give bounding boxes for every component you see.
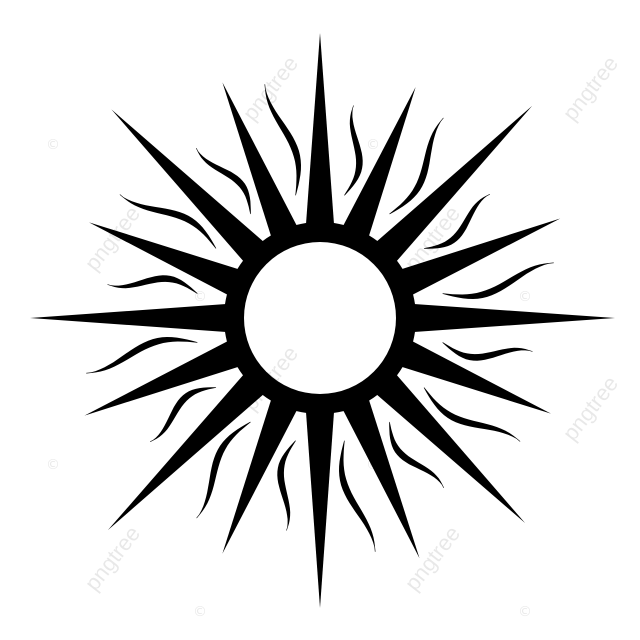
- straight-ray: [371, 369, 526, 524]
- wavy-ray: [196, 421, 251, 519]
- wavy-ray: [150, 387, 217, 442]
- wavy-ray: [196, 148, 251, 215]
- wavy-ray: [264, 84, 301, 196]
- sun-rays: [30, 33, 615, 608]
- straight-ray: [394, 218, 561, 299]
- straight-ray: [89, 222, 246, 299]
- wavy-ray: [442, 342, 533, 361]
- wavy-ray: [423, 387, 521, 442]
- straight-ray: [305, 33, 335, 232]
- straight-ray: [394, 337, 551, 414]
- sun-white-core: [244, 242, 396, 394]
- copyright-icon: ©: [518, 289, 532, 305]
- straight-ray: [84, 337, 246, 416]
- copyright-icon: ©: [366, 137, 380, 153]
- copyright-icon: ©: [366, 457, 380, 473]
- wavy-ray: [389, 117, 444, 215]
- wavy-ray: [107, 275, 198, 294]
- wavy-ray: [344, 105, 363, 196]
- straight-ray: [107, 369, 269, 531]
- straight-ray: [339, 392, 420, 559]
- wavy-ray: [119, 194, 217, 249]
- wavy-ray: [339, 440, 376, 552]
- straight-ray: [339, 87, 416, 244]
- copyright-icon: ©: [518, 604, 532, 620]
- copyright-icon: ©: [46, 137, 60, 153]
- straight-ray: [30, 303, 234, 333]
- straight-ray: [371, 105, 533, 267]
- wavy-ray: [86, 337, 198, 374]
- copyright-icon: ©: [193, 289, 207, 305]
- straight-ray: [111, 109, 269, 267]
- straight-ray: [406, 303, 615, 333]
- straight-ray: [305, 404, 335, 608]
- wavy-ray: [442, 262, 554, 299]
- copyright-icon: ©: [46, 457, 60, 473]
- sun-wavy-rays: [86, 84, 554, 552]
- wavy-ray: [423, 194, 490, 249]
- wavy-ray: [277, 440, 296, 531]
- straight-ray: [222, 392, 301, 554]
- straight-ray: [222, 82, 301, 244]
- copyright-icon: ©: [193, 604, 207, 620]
- wavy-ray: [389, 421, 444, 488]
